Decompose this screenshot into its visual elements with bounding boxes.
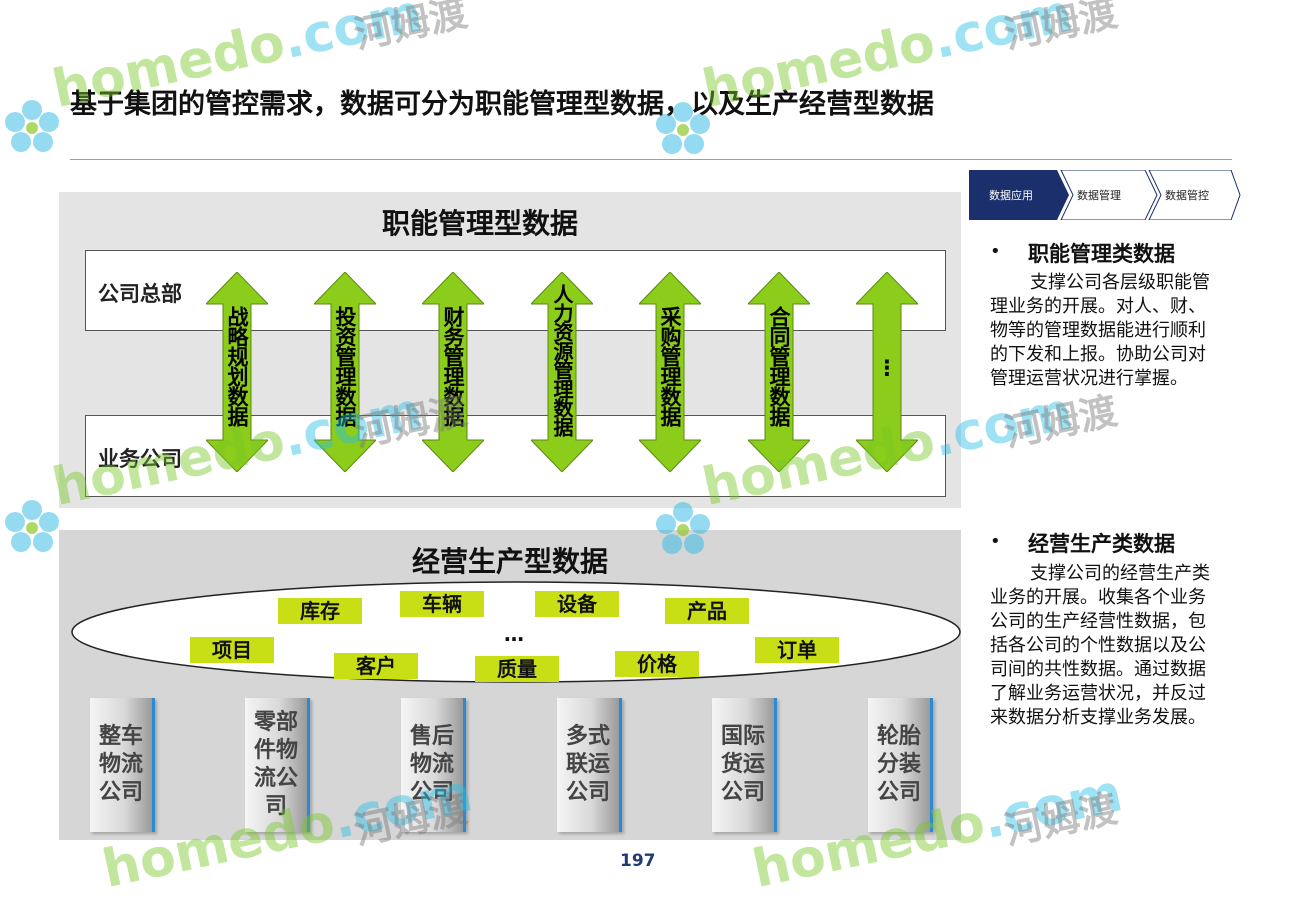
section1-heading: 职能管理类数据 [1028,242,1175,266]
arrow-label: 采购管理数据 [658,306,682,426]
section-tabs: 数据应用 数据管理 数据管控 [969,170,1241,220]
double-arrow: 投资管理数据 [314,272,376,472]
section1-body: 支撑公司各层级职能管理业务的开展。对人、财、物等的管理数据能进行顺利的下发和上报… [990,272,1210,389]
section2-heading: 经营生产类数据 [1028,532,1175,556]
company-name: 轮胎分装公司 [876,724,921,805]
double-arrow: 合同管理数据 [748,272,810,472]
data-tag: 客户 [334,653,418,679]
flower-logo [656,102,710,154]
flower-logo [656,502,710,554]
hq-label: 公司总部 [98,282,182,306]
bullet-2: • [990,531,1001,552]
arrow-label: 投资管理数据 [333,306,357,426]
bullet-1: • [990,241,1001,262]
section2-body: 支撑公司的经营生产类业务的开展。收集各个业务公司的生产经营性数据，包括各公司的个… [990,563,1210,728]
data-tag: 库存 [278,598,362,624]
more-tags-ellipsis: … [504,622,524,646]
operational-data-title: 经营生产型数据 [411,545,608,578]
company-box: 零部件物流公司 [245,698,310,832]
page-number: 197 [620,851,656,871]
operational-data-panel: 经营生产型数据 [59,530,961,840]
data-tag: 产品 [665,598,749,624]
company-name: 多式联运公司 [565,724,610,805]
data-tag: 价格 [615,651,699,677]
flower-logo [5,100,59,152]
title-divider [70,159,1232,160]
company-name: 国际货运公司 [720,724,765,805]
page-title: 基于集团的管控需求，数据可分为职能管理型数据，以及生产经营型数据 [70,89,934,120]
business-company-label: 业务公司 [98,447,182,471]
data-tag: 项目 [190,637,274,663]
tab-data-management[interactable]: 数据管理 [1077,189,1121,202]
data-tag: 设备 [535,591,619,617]
flower-logo [5,500,59,552]
data-tag: 质量 [475,656,559,682]
tab-data-application[interactable]: 数据应用 [989,189,1033,202]
arrow-label: ⋮ [875,356,899,379]
company-name: 整车物流公司 [98,724,143,805]
double-arrow: ⋮ [856,272,918,472]
double-arrow: 战略规划数据 [206,272,268,472]
company-box: 多式联运公司 [557,698,622,832]
company-box: 国际货运公司 [712,698,777,832]
double-arrow: 采购管理数据 [639,272,701,472]
arrow-label: 财务管理数据 [441,306,465,426]
tab-data-governance[interactable]: 数据管控 [1165,189,1209,202]
double-arrow: 人力资源管理数据 [531,272,593,472]
company-box: 轮胎分装公司 [868,698,933,832]
company-name: 零部件物流公司 [253,710,298,819]
arrow-label: 合同管理数据 [767,306,791,426]
data-tag: 订单 [755,637,839,663]
company-box: 售后物流公司 [401,698,466,832]
company-name: 售后物流公司 [409,724,454,805]
arrow-label: 战略规划数据 [225,306,249,426]
arrow-label: 人力资源管理数据 [550,284,574,436]
functional-data-title: 职能管理型数据 [381,207,578,240]
double-arrow: 财务管理数据 [422,272,484,472]
data-tag: 车辆 [400,591,484,617]
company-box: 整车物流公司 [90,698,155,832]
